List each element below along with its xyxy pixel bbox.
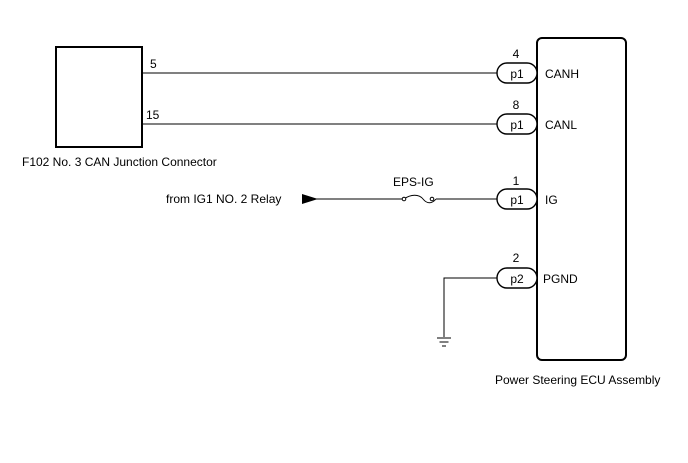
signal-label-canh: CANH [545, 67, 579, 81]
fuse-label: EPS-IG [393, 175, 434, 189]
junction-connector-label: F102 No. 3 CAN Junction Connector [22, 155, 217, 169]
connector-tag-canh [496, 62, 538, 84]
power-source-label: from IG1 NO. 2 Relay [166, 192, 281, 206]
signal-label-ig: IG [545, 193, 558, 207]
connector-id-canh: p1 [510, 67, 524, 81]
ecu-pin-canl: 8 [513, 98, 520, 112]
pgnd-wire [443, 277, 500, 337]
junction-connector-block [55, 46, 143, 148]
ecu-label: Power Steering ECU Assembly [495, 373, 660, 387]
fuse-terminal-right [429, 196, 435, 202]
connector-id-ig: p1 [510, 193, 524, 207]
signal-label-pgnd: PGND [543, 272, 578, 286]
junction-pin-canl: 15 [146, 108, 160, 122]
fuse-terminal-left [401, 196, 407, 202]
junction-pin-canh: 5 [150, 57, 157, 71]
fuse-symbol-icon [400, 194, 437, 204]
ecu-pin-pgnd: 2 [513, 251, 520, 265]
connector-tag-pgnd [496, 267, 538, 289]
connector-id-pgnd: p2 [510, 272, 524, 286]
connector-tag-ig [496, 188, 538, 210]
ground-icon [437, 337, 451, 347]
arrow-right-icon [302, 194, 318, 204]
connector-tag-canl [496, 113, 538, 135]
connector-id-canl: p1 [510, 118, 524, 132]
signal-label-canl: CANL [545, 118, 577, 132]
ecu-pin-canh: 4 [513, 47, 520, 61]
ecu-pin-ig: 1 [513, 174, 520, 188]
